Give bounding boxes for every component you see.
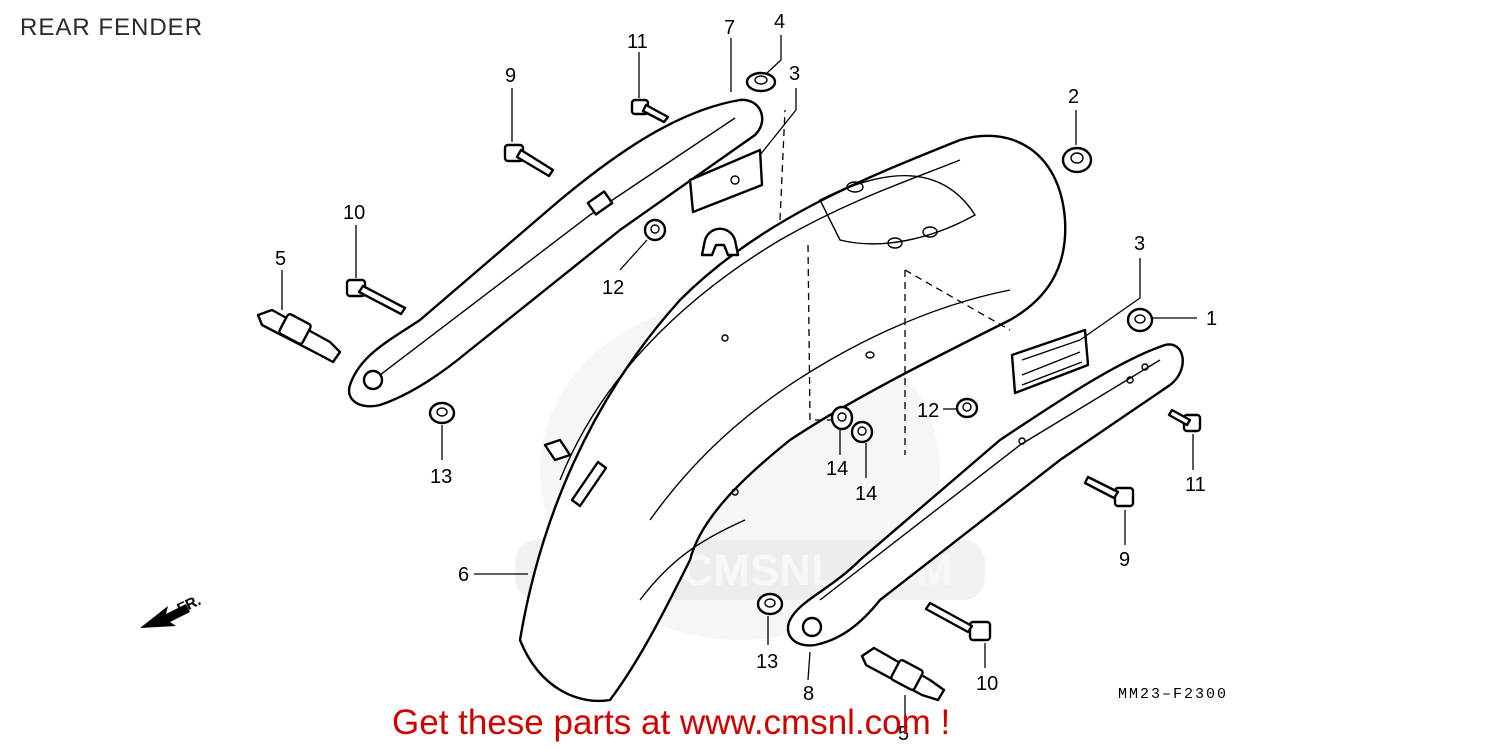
callout-9-lower: 9: [1119, 549, 1130, 571]
stud-5-lower: [860, 646, 946, 702]
callout-13-upper: 13: [430, 466, 452, 488]
callout-4: 4: [774, 11, 785, 33]
clip-lower: [543, 438, 608, 508]
nut-12-upper: [643, 218, 667, 242]
bolt-11-upper: [630, 98, 670, 124]
nut-1: [1126, 307, 1154, 333]
diagram-code: MM23–F2300: [1118, 686, 1229, 703]
promo-banner-link[interactable]: Get these parts at www.cmsnl.com !: [392, 703, 951, 742]
front-direction-arrow-icon: FR.: [140, 592, 204, 628]
callout-5-lower: 5: [898, 723, 909, 745]
callout-10-lower: 10: [976, 673, 998, 695]
callout-12-upper: 12: [602, 277, 624, 299]
bolt-9-upper: [503, 143, 555, 178]
nut-2: [1061, 146, 1093, 174]
callout-1: 1: [1206, 308, 1217, 330]
bolt-11-lower: [1167, 408, 1202, 433]
bolt-9-lower: [1083, 475, 1135, 508]
callout-3-upper: 3: [789, 63, 800, 85]
callout-8: 8: [803, 683, 814, 705]
collar-14-right: [850, 420, 874, 444]
callout-5-upper: 5: [275, 248, 286, 270]
grommet-4: [745, 71, 777, 93]
callout-14-left: 14: [826, 458, 848, 480]
callout-13-lower: 13: [756, 651, 778, 673]
washer-13-upper: [428, 401, 456, 425]
page-title: REAR FENDER: [20, 14, 204, 41]
callout-12-lower: 12: [917, 400, 939, 422]
washer-13-lower: [756, 592, 784, 616]
rear-fender: [518, 134, 1067, 703]
callout-11-lower: 11: [1185, 474, 1206, 496]
reflector-upper: [688, 148, 764, 214]
callout-14-right: 14: [855, 483, 877, 505]
callout-7: 7: [724, 17, 735, 39]
callout-2: 2: [1068, 86, 1079, 108]
callout-9-upper: 9: [505, 65, 516, 87]
front-indicator-label: FR.: [175, 592, 204, 618]
clamp-upper: [700, 227, 740, 257]
callout-11-upper: 11: [627, 31, 648, 53]
leader-lines: [281, 35, 1197, 720]
bolt-10-upper: [345, 278, 407, 316]
callout-3-lower: 3: [1134, 233, 1145, 255]
nut-12-lower: [955, 397, 979, 419]
collar-14-left: [830, 405, 854, 431]
left-rail-bracket: [347, 98, 764, 408]
right-rail-bracket: [786, 343, 1184, 647]
reflector-lower: [1010, 328, 1090, 395]
bolt-10-lower: [924, 601, 992, 642]
callout-10-upper: 10: [343, 202, 365, 224]
callout-6: 6: [458, 564, 469, 586]
stud-5-upper: [256, 308, 342, 364]
